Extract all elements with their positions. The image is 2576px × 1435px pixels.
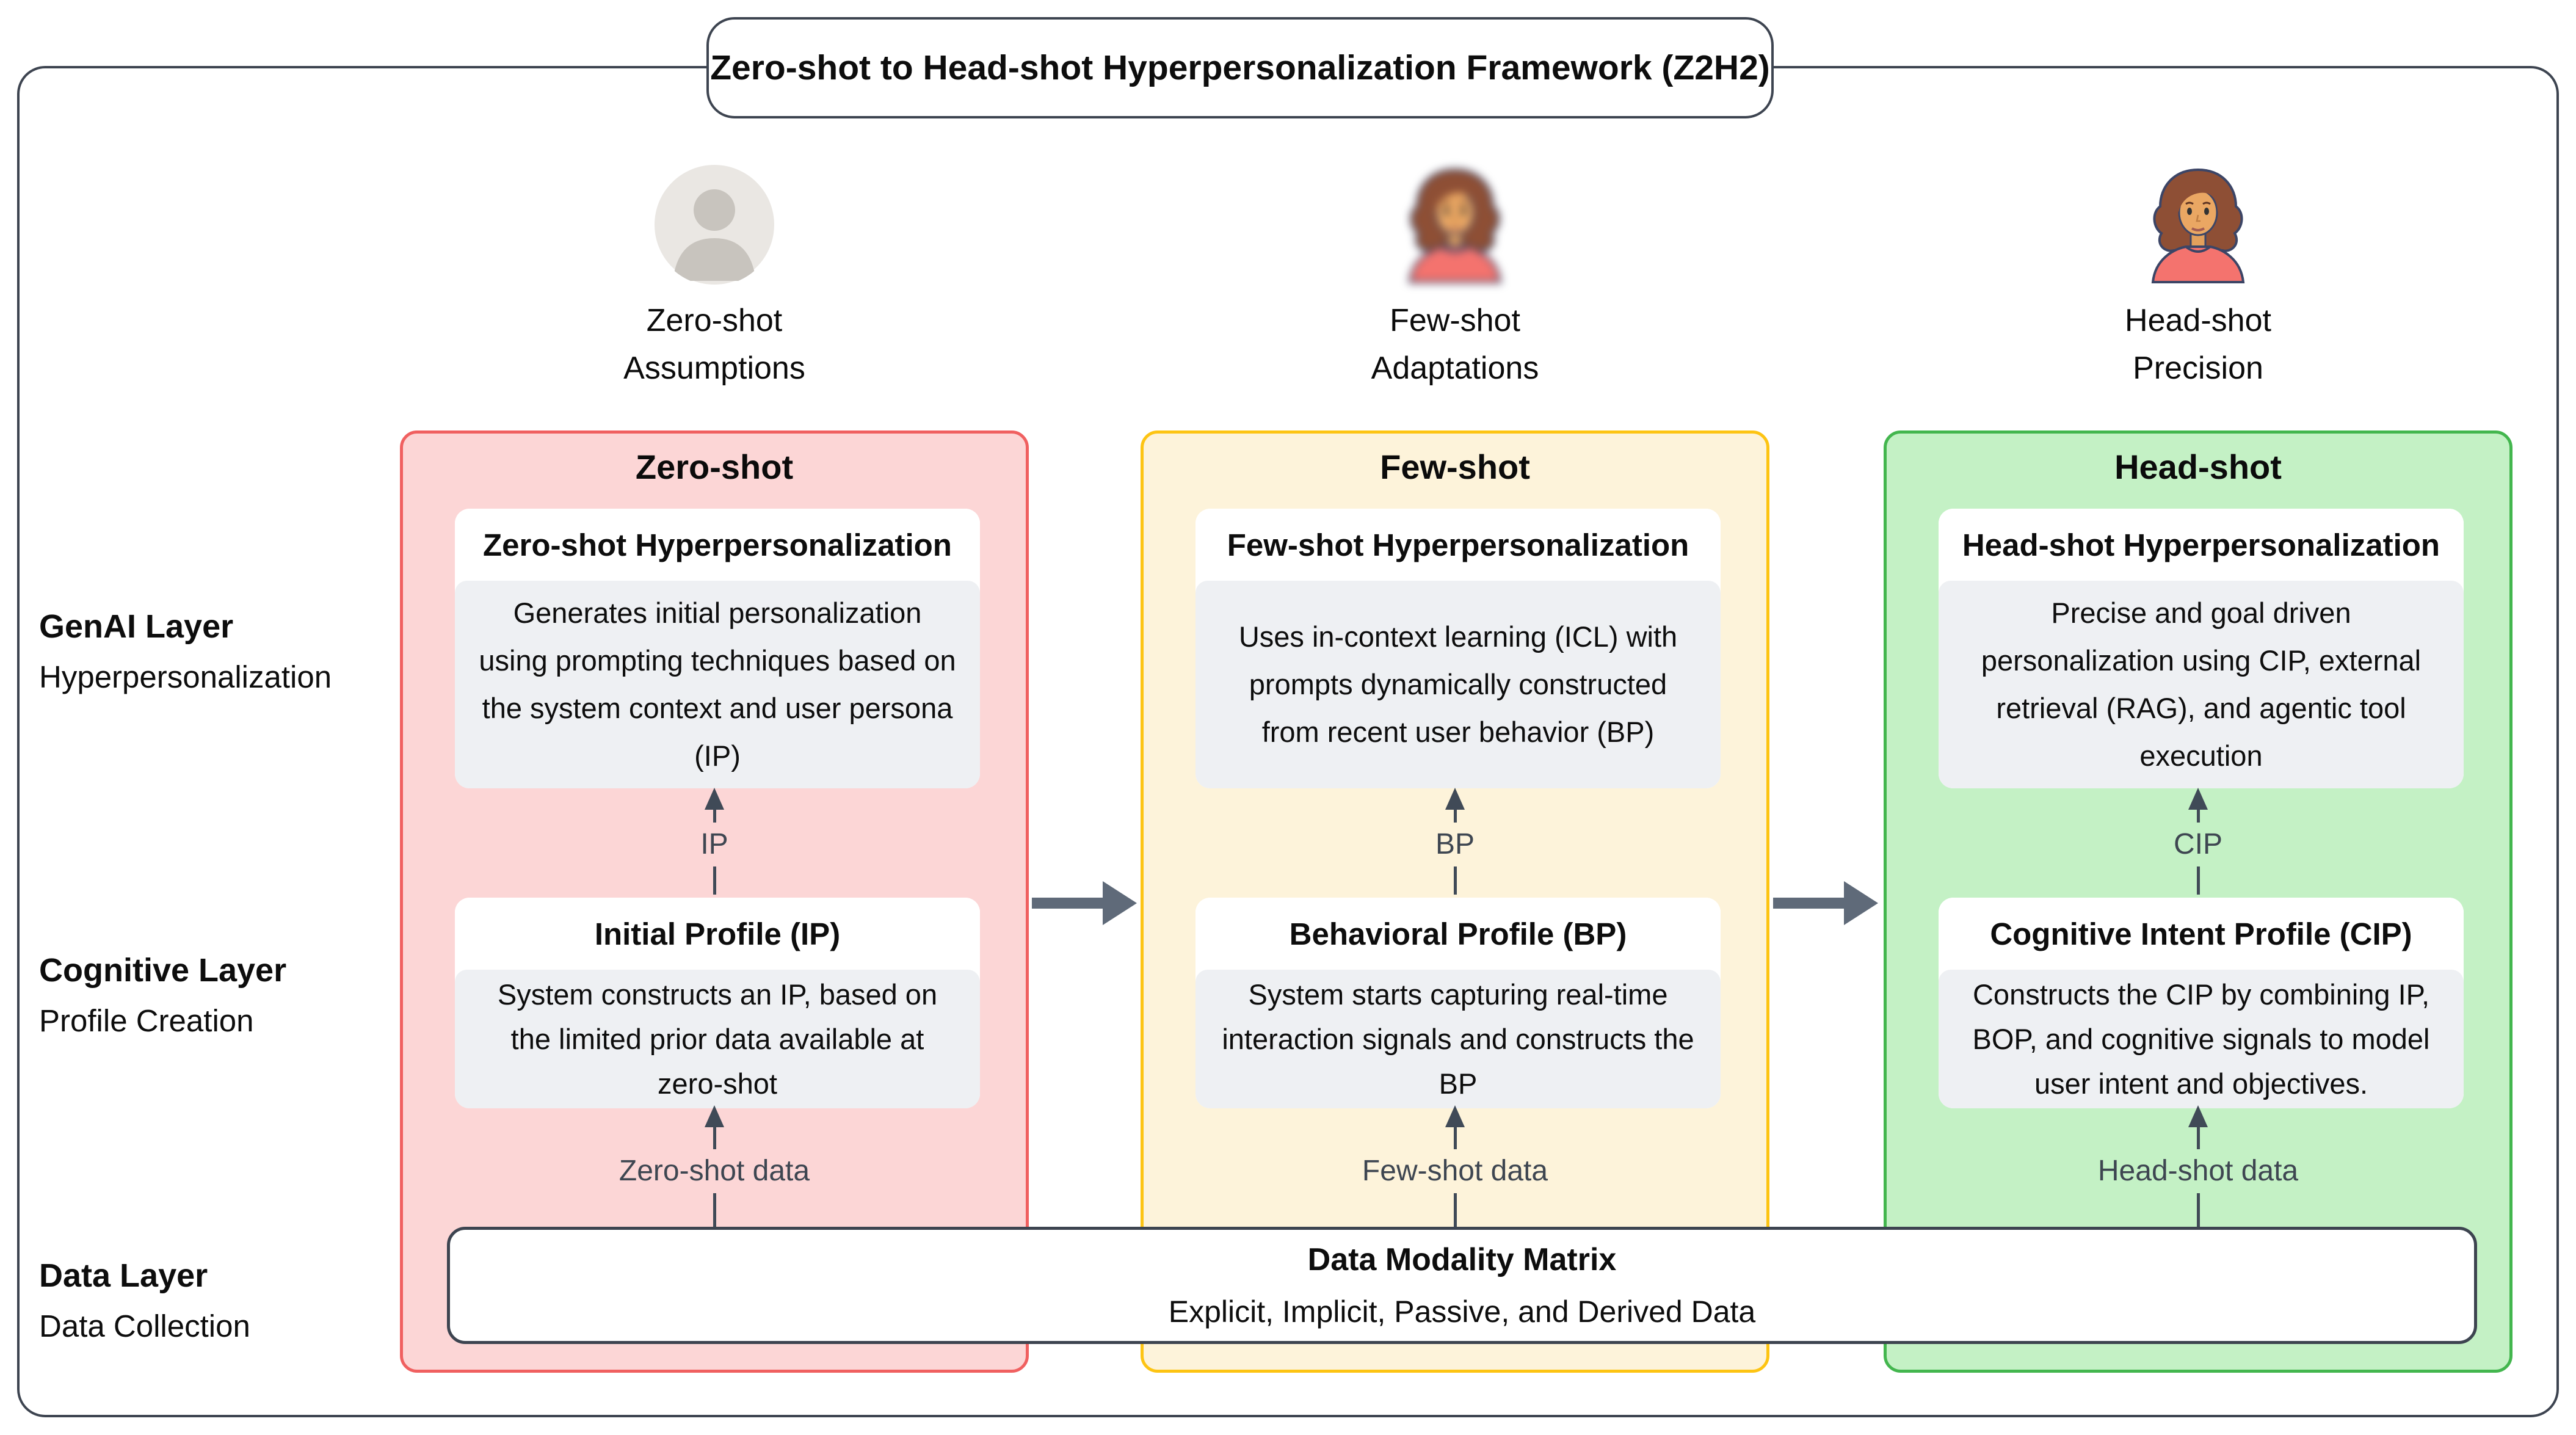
layer-name: Data Layer [39, 1257, 208, 1294]
arrowhead-up-icon [1445, 788, 1465, 810]
data-modality-matrix-box: Data Modality Matrix Explicit, Implicit,… [447, 1227, 2477, 1344]
card-title: Behavioral Profile (BP) [1195, 898, 1721, 970]
persona-label-head-shot: Head-shot Precision [2039, 297, 2357, 392]
arrowhead-up-icon [705, 788, 724, 810]
arrowhead-up-icon [705, 1105, 724, 1127]
layer-label-genai: GenAI Layer Hyperpersonalization [39, 608, 332, 695]
arrow-bp-up: BP [1296, 788, 1614, 895]
persona-label-line: Precision [2133, 351, 2263, 386]
generic-user-avatar-icon [653, 164, 775, 286]
persona-label-line: Adaptations [1371, 351, 1539, 386]
layer-label-cognitive: Cognitive Layer Profile Creation [39, 951, 286, 1039]
arrow-label-bp: BP [1435, 828, 1475, 860]
card-body: Constructs the CIP by combining IP, BOP,… [1939, 970, 2464, 1108]
card-body: Generates initial personalization using … [455, 581, 980, 788]
persona-label-few-shot: Few-shot Adaptations [1296, 297, 1614, 392]
card-title: Few-shot Hyperpersonalization [1195, 509, 1721, 581]
data-modality-matrix-subtitle: Explicit, Implicit, Passive, and Derived… [1168, 1295, 1756, 1329]
card-title: Initial Profile (IP) [455, 898, 980, 970]
card-zero-shot-hyperpersonalization: Zero-shot Hyperpersonalization Generates… [455, 509, 980, 788]
diagram-title-box: Zero-shot to Head-shot Hyperpersonalizat… [706, 17, 1774, 118]
flow-arrow-zero-to-few-icon [1032, 881, 1137, 925]
persona-label-line: Zero-shot [646, 303, 783, 338]
flow-arrow-few-to-head-icon [1773, 881, 1878, 925]
column-header-head-shot: Head-shot [2114, 448, 2282, 486]
layer-subtitle: Data Collection [39, 1309, 250, 1343]
layer-subtitle: Hyperpersonalization [39, 659, 332, 694]
arrow-ip-up: IP [556, 788, 873, 895]
persona-label-line: Head-shot [2125, 303, 2271, 338]
arrow-cip-up: CIP [2039, 788, 2357, 895]
arrow-label-cip: CIP [2173, 828, 2222, 860]
persona-label-line: Assumptions [623, 351, 805, 386]
arrowhead-up-icon [1445, 1105, 1465, 1127]
arrowhead-up-icon [2188, 788, 2208, 810]
layer-name: Cognitive Layer [39, 952, 287, 989]
card-head-shot-hyperpersonalization: Head-shot Hyperpersonalization Precise a… [1939, 509, 2464, 788]
layer-label-data: Data Layer Data Collection [39, 1257, 250, 1344]
arrow-label-zero-shot-data: Zero-shot data [619, 1155, 810, 1187]
column-header-few-shot: Few-shot [1380, 448, 1530, 486]
card-few-shot-hyperpersonalization: Few-shot Hyperpersonalization Uses in-co… [1195, 509, 1721, 788]
card-body: System constructs an IP, based on the li… [455, 970, 980, 1108]
arrow-few-shot-data-up: Few-shot data [1296, 1105, 1614, 1227]
card-title: Cognitive Intent Profile (CIP) [1939, 898, 2464, 970]
arrow-label-ip: IP [700, 828, 728, 860]
card-behavioral-profile: Behavioral Profile (BP) System starts ca… [1195, 898, 1721, 1108]
arrow-label-few-shot-data: Few-shot data [1362, 1155, 1548, 1187]
arrow-label-head-shot-data: Head-shot data [2097, 1155, 2299, 1187]
arrow-head-shot-data-up: Head-shot data [2039, 1105, 2357, 1227]
persona-label-zero-shot: Zero-shot Assumptions [556, 297, 873, 392]
blurred-woman-avatar-icon [1394, 164, 1516, 286]
arrowhead-up-icon [2188, 1105, 2208, 1127]
card-title: Zero-shot Hyperpersonalization [455, 509, 980, 581]
layer-name: GenAI Layer [39, 608, 234, 645]
column-zero-shot: Zero-shot Zero-shot Hyperpersonalization… [400, 431, 1029, 1373]
card-cognitive-intent-profile: Cognitive Intent Profile (CIP) Construct… [1939, 898, 2464, 1108]
card-body: Precise and goal driven personalization … [1939, 581, 2464, 788]
layer-subtitle: Profile Creation [39, 1003, 254, 1038]
data-modality-matrix-title: Data Modality Matrix [1307, 1242, 1617, 1277]
card-body: System starts capturing real-time intera… [1195, 970, 1721, 1108]
card-title: Head-shot Hyperpersonalization [1939, 509, 2464, 581]
persona-label-line: Few-shot [1390, 303, 1520, 338]
card-body: Uses in-context learning (ICL) with prom… [1195, 581, 1721, 788]
diagram-title: Zero-shot to Head-shot Hyperpersonalizat… [710, 48, 1770, 87]
sharp-woman-avatar-icon [2137, 164, 2259, 286]
card-initial-profile: Initial Profile (IP) System constructs a… [455, 898, 980, 1108]
arrow-zero-shot-data-up: Zero-shot data [556, 1105, 873, 1227]
column-header-zero-shot: Zero-shot [635, 448, 794, 486]
